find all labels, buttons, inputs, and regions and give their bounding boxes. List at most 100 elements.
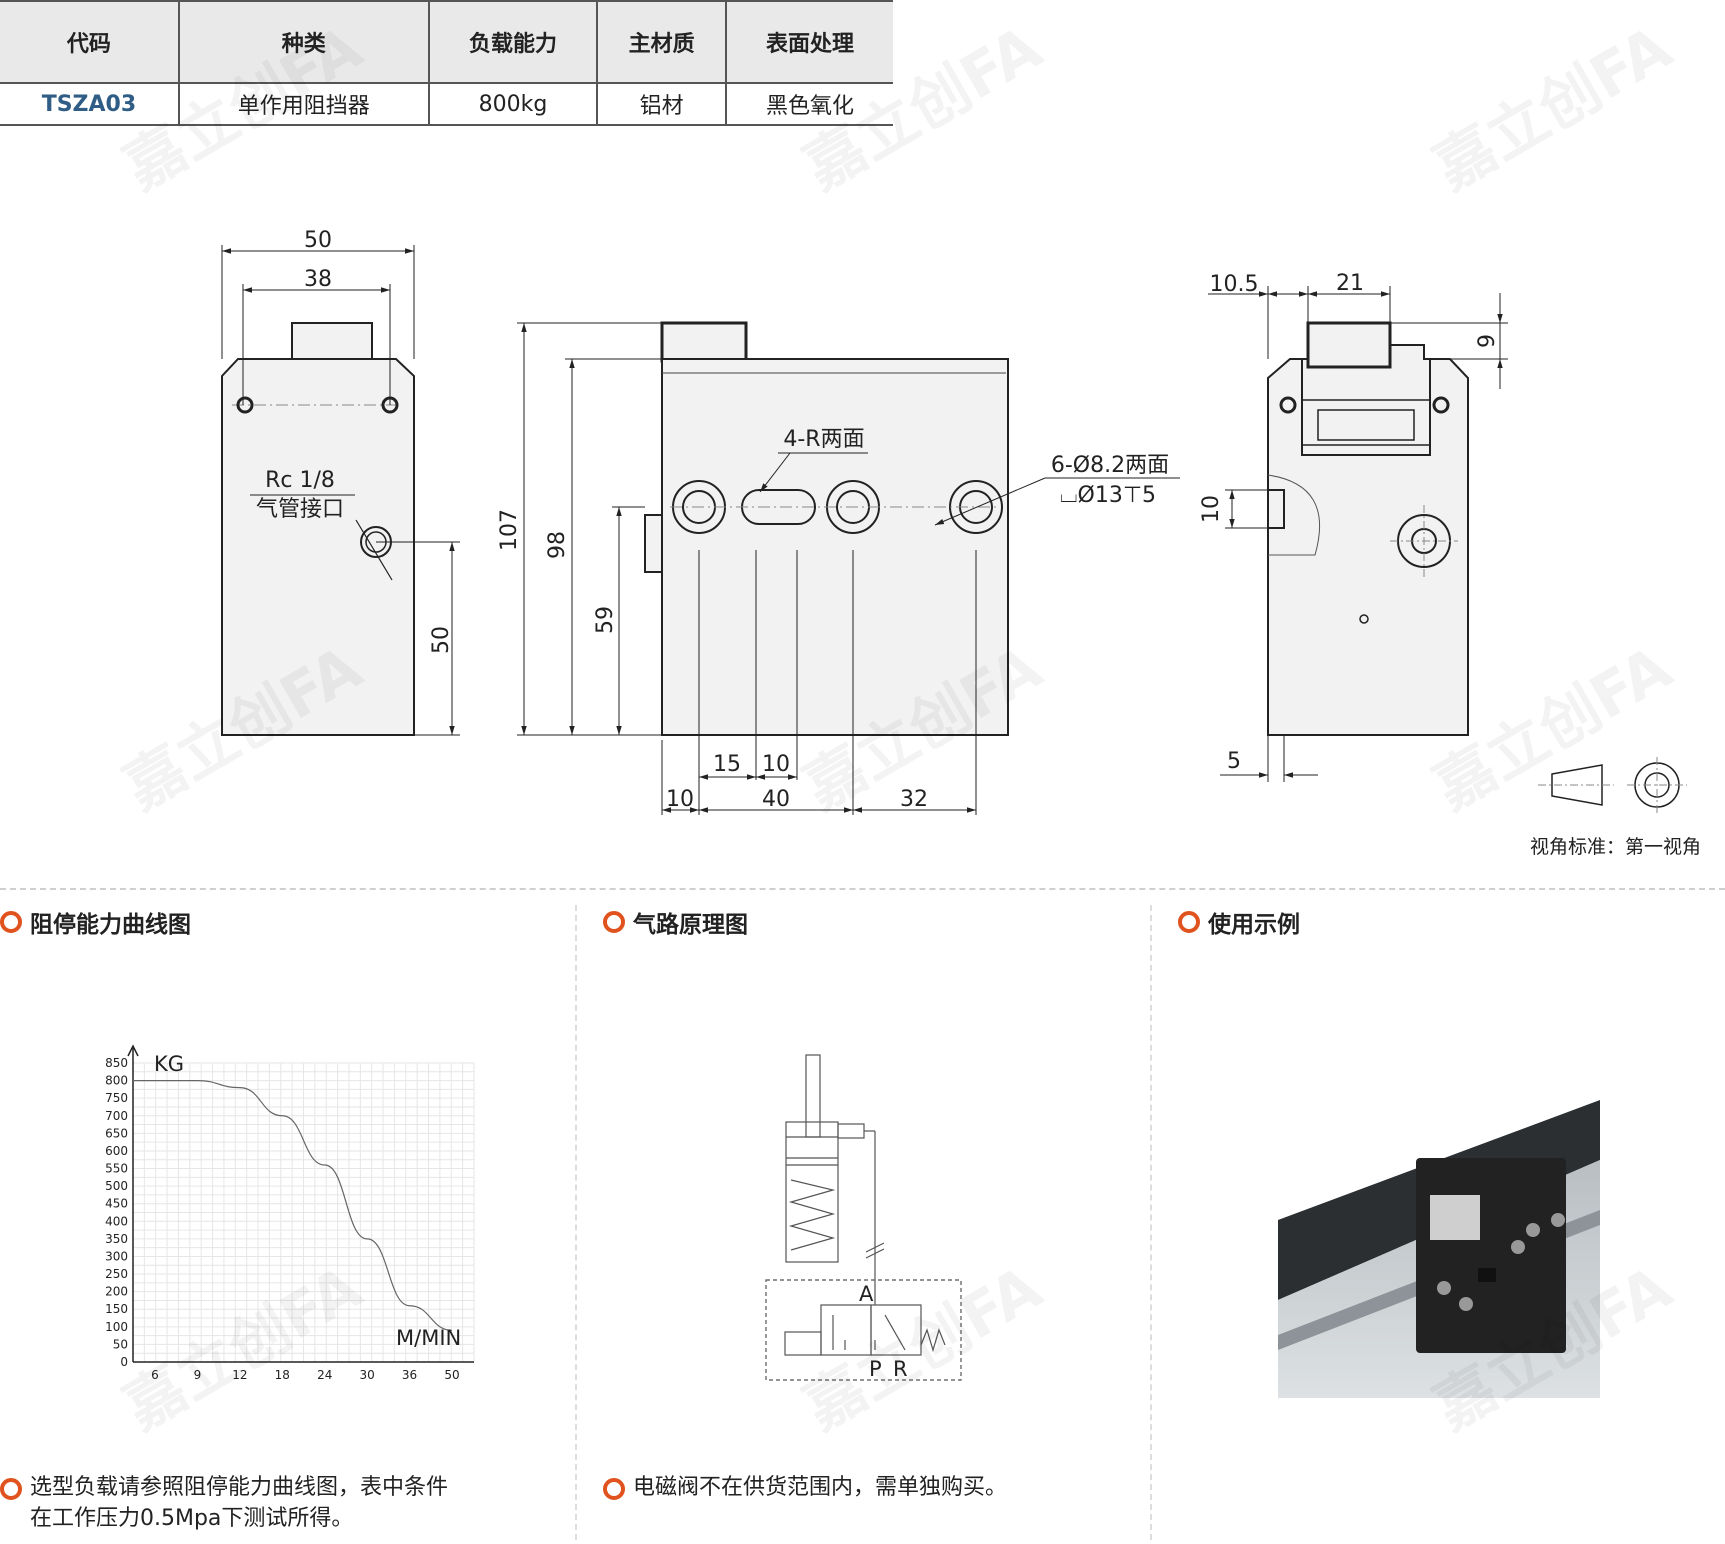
usage-example-image: [1278, 1100, 1600, 1398]
end-dim-c: 9: [1475, 334, 1500, 348]
view-standard-label: 视角标准：第一视角: [1530, 836, 1702, 858]
header-load: 负载能力: [428, 0, 599, 83]
x-tick-label: 36: [402, 1368, 417, 1382]
x-tick-label: 50: [444, 1368, 459, 1382]
front-dim-width-outer: 50: [304, 228, 332, 253]
front-dim-width-inner: 38: [304, 267, 332, 292]
spec-header-row: 代码 种类 负载能力 主材质 表面处理: [0, 0, 893, 83]
chart-x-ticks: 6 9 12 18 24 30 36 50: [151, 1368, 459, 1382]
side-dim-b: 10: [762, 752, 790, 777]
y-tick-label: 0: [120, 1355, 128, 1369]
valve-spring: [920, 1328, 946, 1353]
curve-note-line2: 在工作压力0.5Mpa下测试所得。: [30, 1506, 354, 1531]
port-r-label: R: [893, 1357, 908, 1381]
stopping-capacity-chart: 0501001502002503003504004505005506006507…: [105, 1044, 475, 1382]
side-dim-total-height: 107: [497, 509, 522, 551]
bullet-ring-icon: [0, 911, 22, 933]
header-code: 代码: [0, 0, 180, 83]
port-p-label: P: [869, 1357, 882, 1381]
valve-outline: [765, 1279, 962, 1381]
slot-label: 4-R两面: [783, 427, 864, 452]
curve-note-line1: 选型负载请参照阻停能力曲线图，表中条件: [30, 1475, 449, 1500]
spec-table: 代码 种类 负载能力 主材质 表面处理 TSZA03 单作用阻挡器 800kg …: [0, 0, 893, 126]
y-tick-label: 650: [105, 1126, 128, 1140]
end-dim-d: 10: [1199, 495, 1224, 523]
y-tick-label: 500: [105, 1179, 128, 1193]
valve-block-1: [820, 1304, 872, 1356]
y-tick-label: 750: [105, 1091, 128, 1105]
end-dim-a: 10.5: [1210, 272, 1259, 297]
bullet-ring-icon: [603, 911, 625, 933]
y-tick-label: 800: [105, 1074, 128, 1088]
y-tick-label: 300: [105, 1249, 128, 1263]
cell-material: 铝材: [597, 82, 727, 126]
end-dim-b: 21: [1336, 271, 1364, 296]
header-finish: 表面处理: [725, 0, 893, 83]
port-label-2: 气管接口: [256, 497, 344, 522]
cylinder-body: [785, 1121, 839, 1263]
x-tick-label: 9: [194, 1368, 202, 1382]
chart-axes: [127, 1044, 474, 1363]
hole-label-2: ⌴Ø13⊤5: [1060, 483, 1156, 508]
y-tick-label: 350: [105, 1232, 128, 1246]
port-a-label: A: [859, 1282, 874, 1306]
chart-y-ticks: 0 50 100 150 200 250 300 350 400 450 500 550 600 650 7…: [105, 1056, 128, 1369]
y-tick-label: 100: [105, 1320, 128, 1334]
pneumatic-section-title: 气路原理图: [603, 905, 748, 939]
header-material: 主材质: [597, 0, 727, 83]
x-tick-label: 6: [151, 1368, 159, 1382]
chart-grid: [132, 1062, 475, 1363]
first-angle-projection-icon: [1538, 757, 1687, 813]
bullet-ring-icon: [603, 1478, 625, 1500]
piston-rod: [805, 1054, 821, 1138]
end-dim-e: 5: [1227, 749, 1241, 774]
cylinder-spring: [788, 1179, 836, 1251]
cell-type: 单作用阻挡器: [178, 82, 430, 126]
hole-label-1: 6-Ø8.2两面: [1051, 453, 1169, 478]
cell-code: TSZA03: [0, 82, 180, 126]
y-tick-label: 600: [105, 1144, 128, 1158]
bullet-ring-icon: [1178, 911, 1200, 933]
end-view: 10.5 21 9 10 5: [1199, 271, 1508, 782]
y-tick-label: 700: [105, 1109, 128, 1123]
header-type: 种类: [178, 0, 430, 83]
x-tick-label: 18: [275, 1368, 290, 1382]
chart-y-label: KG: [154, 1052, 184, 1076]
technical-drawing: 50 38 Rc 1/8 气管接口 50: [221, 228, 1687, 815]
side-dim-body-height: 98: [545, 531, 570, 559]
cell-load: 800kg: [428, 82, 599, 126]
side-view: 107 98 59 4-R两面 6-Ø8.2两面 ⌴Ø13⊤5 15 10 10…: [497, 321, 1180, 815]
x-tick-label: 12: [232, 1368, 247, 1382]
front-view: 50 38 Rc 1/8 气管接口 50: [221, 228, 460, 736]
y-tick-label: 400: [105, 1214, 128, 1228]
y-tick-label: 150: [105, 1302, 128, 1316]
series-line: [133, 1079, 453, 1331]
curve-section-title: 阻停能力曲线图: [0, 905, 191, 939]
example-section-title: 使用示例: [1178, 905, 1300, 939]
chart-x-label: M/MIN: [396, 1326, 461, 1350]
side-dim-d: 40: [762, 787, 790, 812]
y-tick-label: 550: [105, 1162, 128, 1176]
cell-finish: 黑色氧化: [725, 82, 893, 126]
bullet-ring-icon: [0, 1478, 22, 1500]
side-dim-a: 15: [713, 752, 741, 777]
y-tick-label: 450: [105, 1197, 128, 1211]
valve-block-2: [870, 1304, 922, 1356]
x-tick-label: 30: [360, 1368, 375, 1382]
section-divider: [0, 888, 1725, 890]
side-dim-hole-height: 59: [593, 606, 618, 634]
port-label-1: Rc 1/8: [265, 468, 335, 493]
front-dim-port-height: 50: [429, 626, 454, 654]
pneumatic-note: 电磁阀不在供货范围内，需单独购买。: [603, 1472, 1007, 1503]
pneumatic-diagram: A P R: [765, 1054, 962, 1381]
spec-data-row: TSZA03 单作用阻挡器 800kg 铝材 黑色氧化: [0, 82, 893, 126]
y-axis-arrow-icon: [127, 1044, 139, 1057]
side-dim-e: 32: [900, 787, 928, 812]
side-dim-c: 10: [666, 787, 694, 812]
y-tick-label: 250: [105, 1267, 128, 1281]
curve-note: 选型负载请参照阻停能力曲线图，表中条件在工作压力0.5Mpa下测试所得。: [0, 1472, 448, 1534]
solenoid: [784, 1331, 822, 1356]
y-tick-label: 200: [105, 1285, 128, 1299]
x-tick-label: 24: [317, 1368, 332, 1382]
y-tick-label: 50: [113, 1337, 128, 1351]
